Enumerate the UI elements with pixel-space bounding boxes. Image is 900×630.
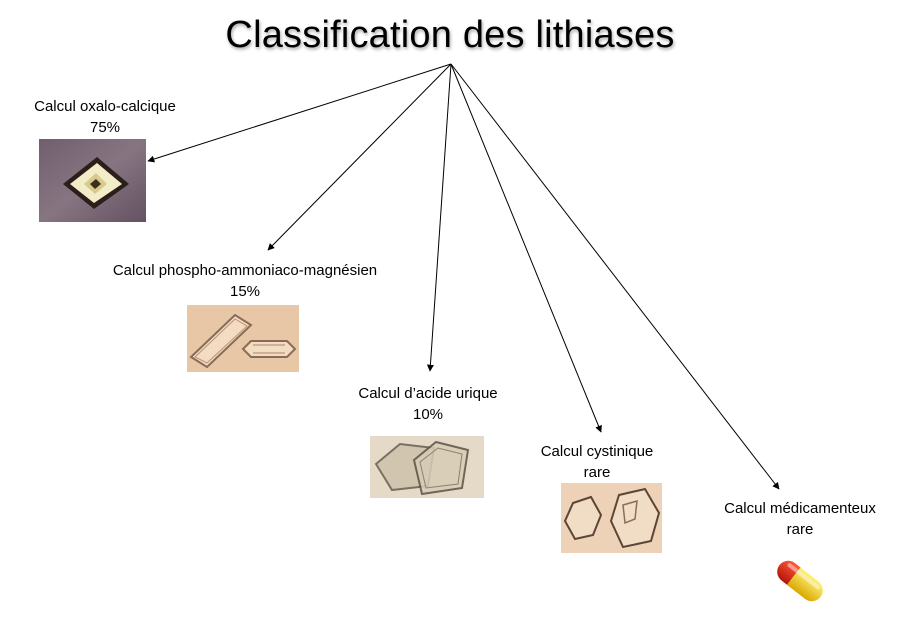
node-medication-name: Calcul médicamenteux (724, 500, 876, 517)
arrow-uric-acid (426, 63, 452, 372)
node-oxalate-name: Calcul oxalo-calcique (34, 98, 176, 115)
arrow-cystine (450, 63, 602, 433)
node-cystine-name: Calcul cystinique (540, 443, 654, 460)
node-uric-acid-name: Calcul d’acide urique (358, 385, 498, 402)
node-medication-label-group: Calcul médicamenteux rare (705, 498, 895, 540)
cystine-crystal-image (561, 483, 662, 553)
capsule-pill-icon (770, 553, 830, 609)
uric-acid-crystal-image (370, 436, 484, 498)
node-medication-value: rare (786, 521, 814, 538)
node-oxalate-value: 75% (89, 119, 121, 136)
node-phosphate-label-group: Calcul phospho-ammoniaco-magnésien 15% (95, 260, 395, 302)
node-cystine-label-group: Calcul cystinique rare (522, 441, 672, 483)
node-phosphate-value: 15% (229, 283, 261, 300)
phosphate-crystal-image (187, 305, 299, 372)
arrow-medication (450, 63, 780, 490)
arrow-oxalate (147, 63, 452, 163)
oxalate-crystal-image (39, 139, 146, 222)
node-uric-acid-label-group: Calcul d’acide urique 10% (333, 383, 523, 425)
node-cystine-value: rare (583, 464, 611, 481)
arrow-phosphate (267, 63, 452, 251)
node-uric-acid-value: 10% (412, 406, 444, 423)
diagram-title: Classification des lithiases (225, 14, 675, 56)
node-phosphate-name: Calcul phospho-ammoniaco-magnésien (112, 262, 378, 279)
node-oxalate-label-group: Calcul oxalo-calcique 75% (10, 96, 200, 138)
